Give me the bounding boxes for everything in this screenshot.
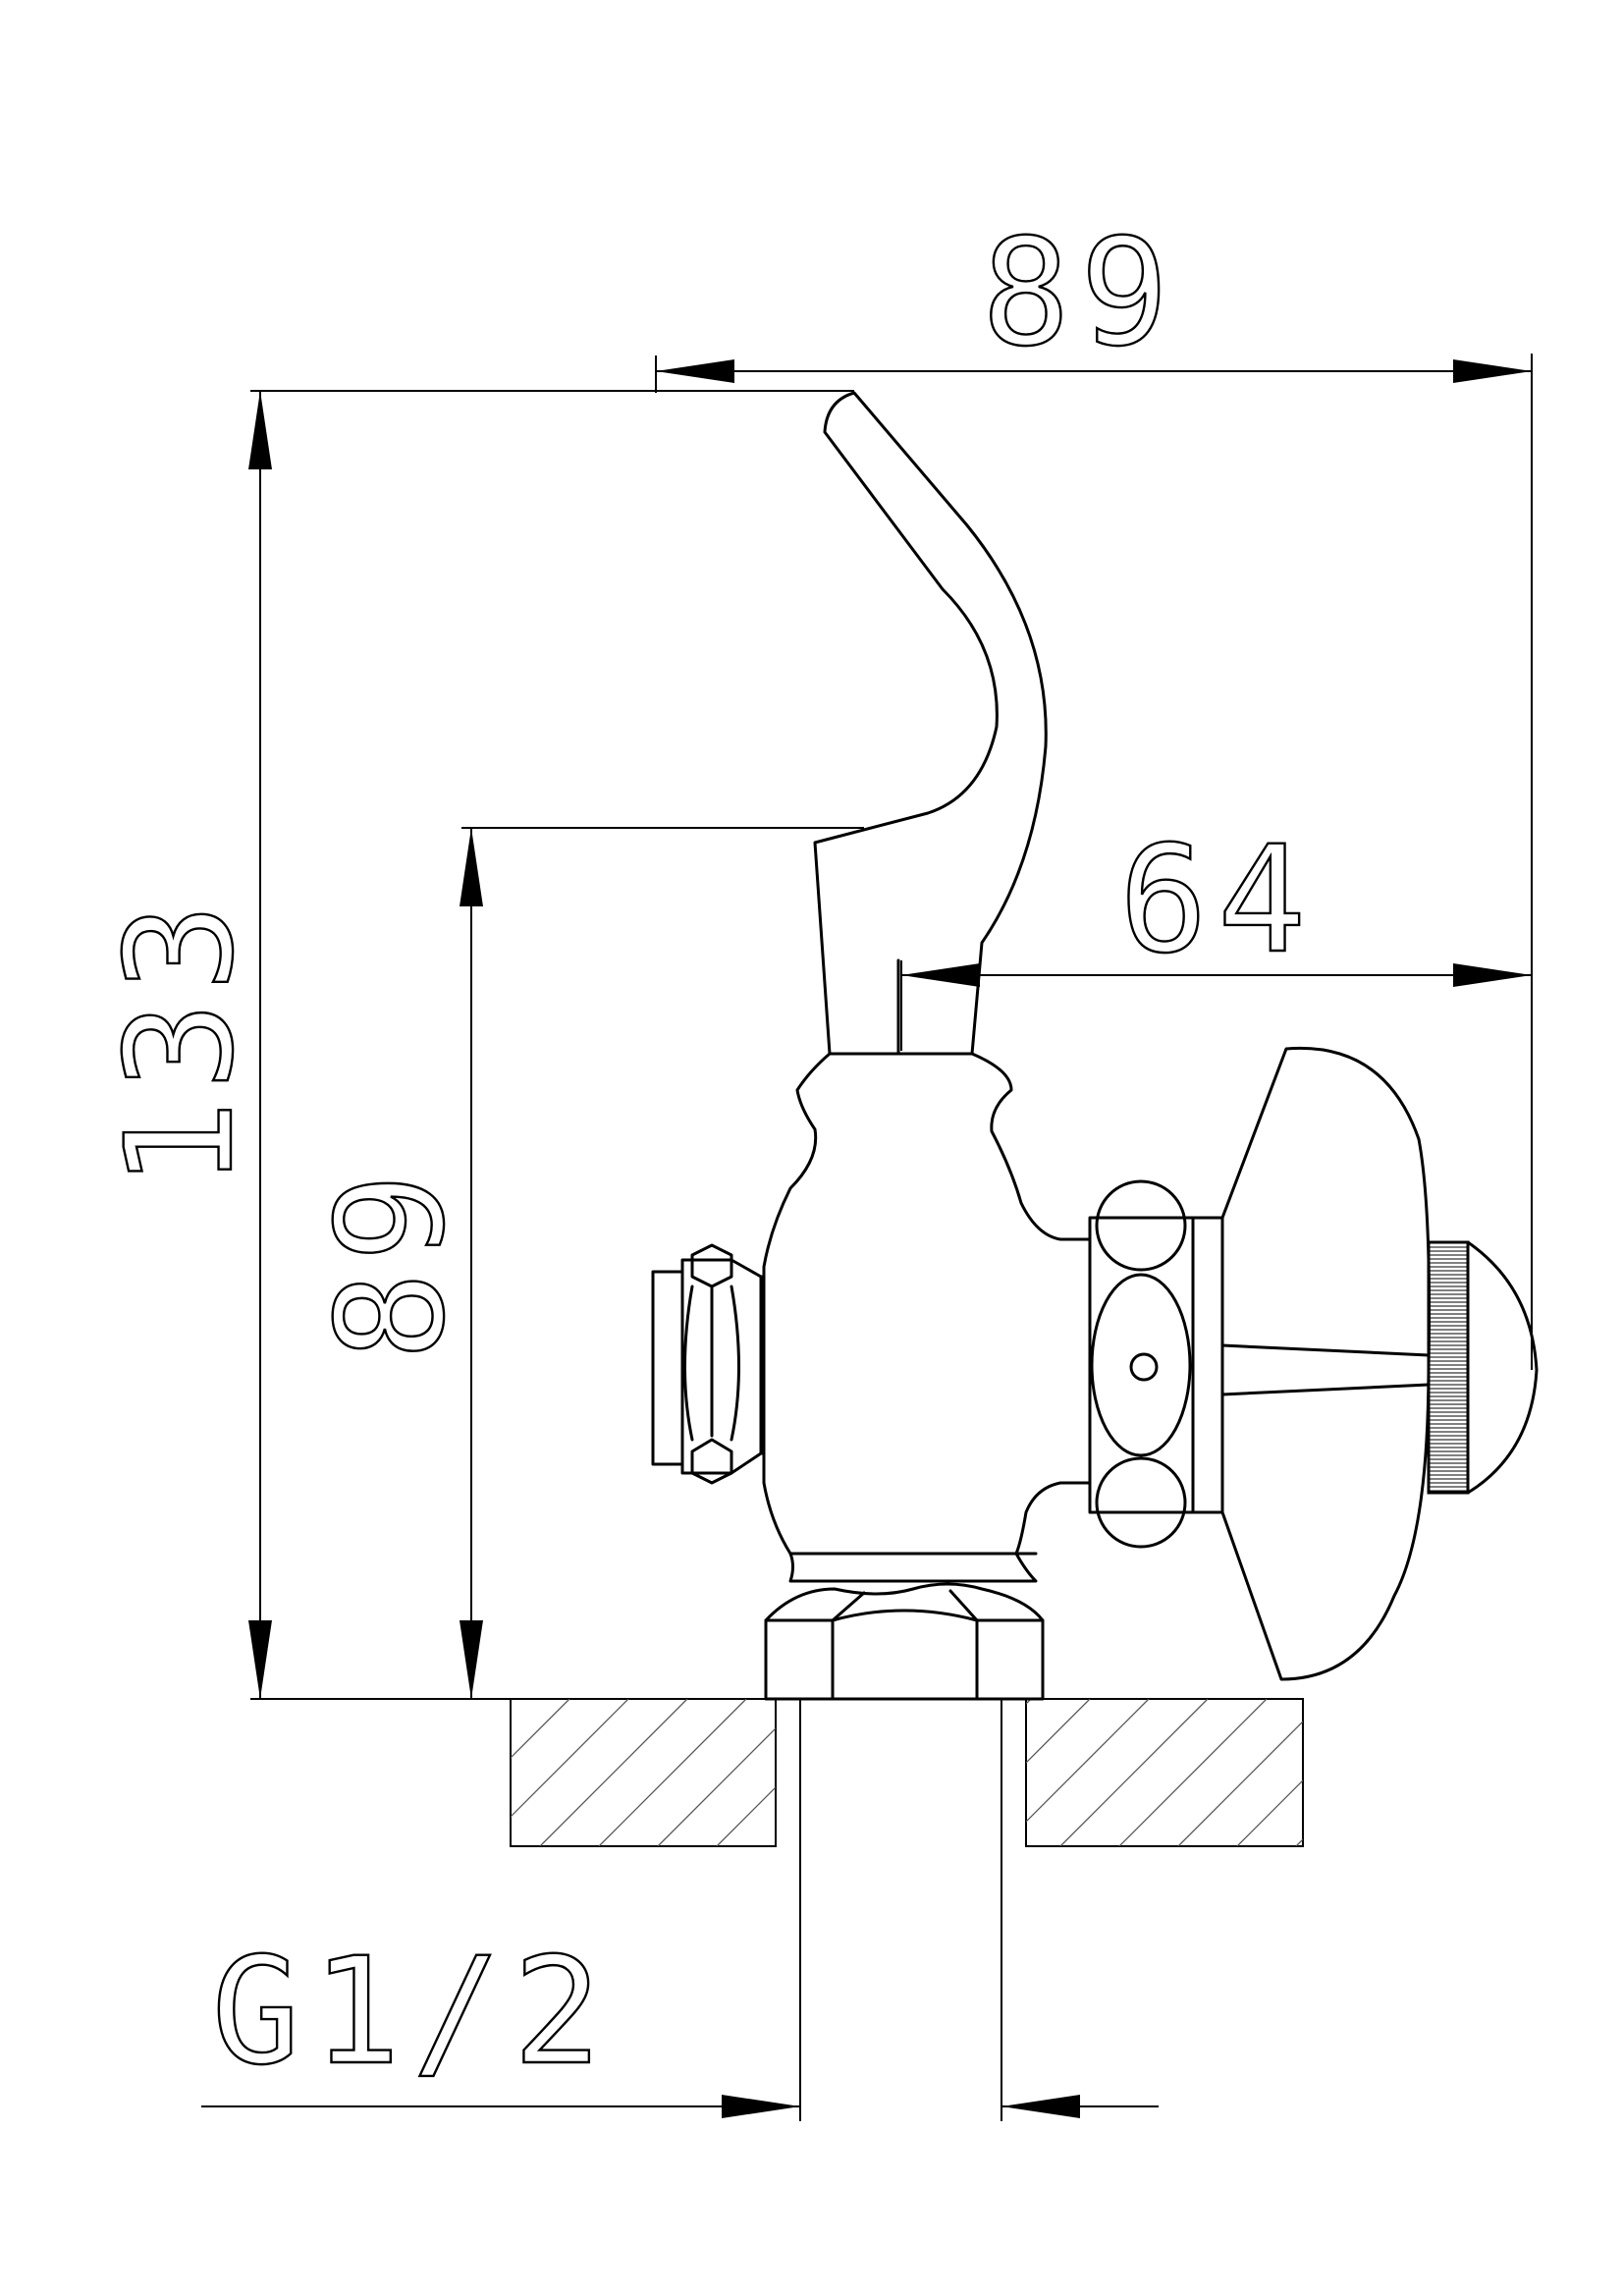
base-hatch-right <box>1026 1699 1303 1846</box>
dim-overall-height <box>248 391 272 1699</box>
base-hatch-left <box>511 1699 776 1846</box>
tap-body <box>651 391 1539 1701</box>
label-thread: G1/2 <box>211 1927 613 2098</box>
label-overall-height: 133 <box>95 894 266 1189</box>
label-handle-offset: 64 <box>1119 815 1317 986</box>
dim-handle-offset <box>900 960 1532 1051</box>
knurled-cap <box>1427 1240 1539 1495</box>
base-nut <box>764 1582 1045 1701</box>
mounting-base <box>510 1698 1304 1847</box>
push-button-housing <box>1088 1179 1224 1549</box>
dim-overall-width <box>655 354 1533 1370</box>
side-nut <box>651 1243 766 1485</box>
label-overall-width: 89 <box>982 208 1179 379</box>
valve-body <box>762 1052 1092 1583</box>
dim-lever-height <box>460 828 483 1699</box>
dim-thread <box>201 1699 1159 2121</box>
lever-handle <box>813 391 1048 1056</box>
push-knob <box>1220 1046 1432 1681</box>
label-lever-height: 89 <box>306 1164 477 1361</box>
